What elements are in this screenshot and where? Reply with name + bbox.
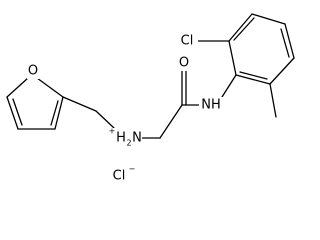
bond-furan-o-c2 [36,77,64,98]
bond-ar-c3-c4 [251,13,286,25]
bond-furan-c5-o [6,77,29,98]
mask-cl [176,33,198,49]
ammonium-charge: + [109,127,116,136]
ammonium-h-count: 2 [126,139,131,148]
bond-ar-c4-c5 [284,23,295,59]
mask-ammonium [108,128,142,146]
bond-ar-c1-c2 [228,40,237,76]
bond-furan-c4-c5 [6,96,19,130]
bond-ar-c6-c1 [235,74,271,85]
bond-furan-ch2 [62,96,97,112]
bond-ar-c2-c3-inner [233,17,255,41]
bond-furan-c2-c3 [54,96,64,130]
bond-ar-c4-c5-inner [280,28,290,58]
bond-nh-aryl [221,74,237,98]
bond-ar-c6-c1-inner [239,71,268,80]
bond-furan-c3-c3-inner [50,100,59,126]
structure-diagram: O O Cl NH + H 2 N Cl − [6,13,295,184]
ammonium-hydrogen: H [116,131,126,146]
chloride-ion: Cl [113,169,126,184]
mask-nh [199,97,223,113]
furan-ring [6,77,64,130]
bond-furan-c4-c5-inner [12,98,23,126]
chloride-charge: − [129,165,136,174]
bond-ar-c2-c3 [228,13,253,42]
bond-ar-c5-c6 [269,57,295,85]
ammonium-nitrogen: N [132,131,142,146]
mask-carbonyl-o [178,56,190,71]
bond-ch2-n [95,110,115,129]
atom-amide-nh: NH [201,98,221,113]
bond-ch2-carbonyl [159,104,183,139]
atom-chlorine: Cl [181,34,194,49]
benzene-ring [228,13,295,85]
bond-ar-methyl [269,83,277,118]
atom-carbonyl-oxygen: O [179,56,189,71]
mask-furan-o [27,64,39,79]
atom-furan-oxygen: O [28,64,38,79]
